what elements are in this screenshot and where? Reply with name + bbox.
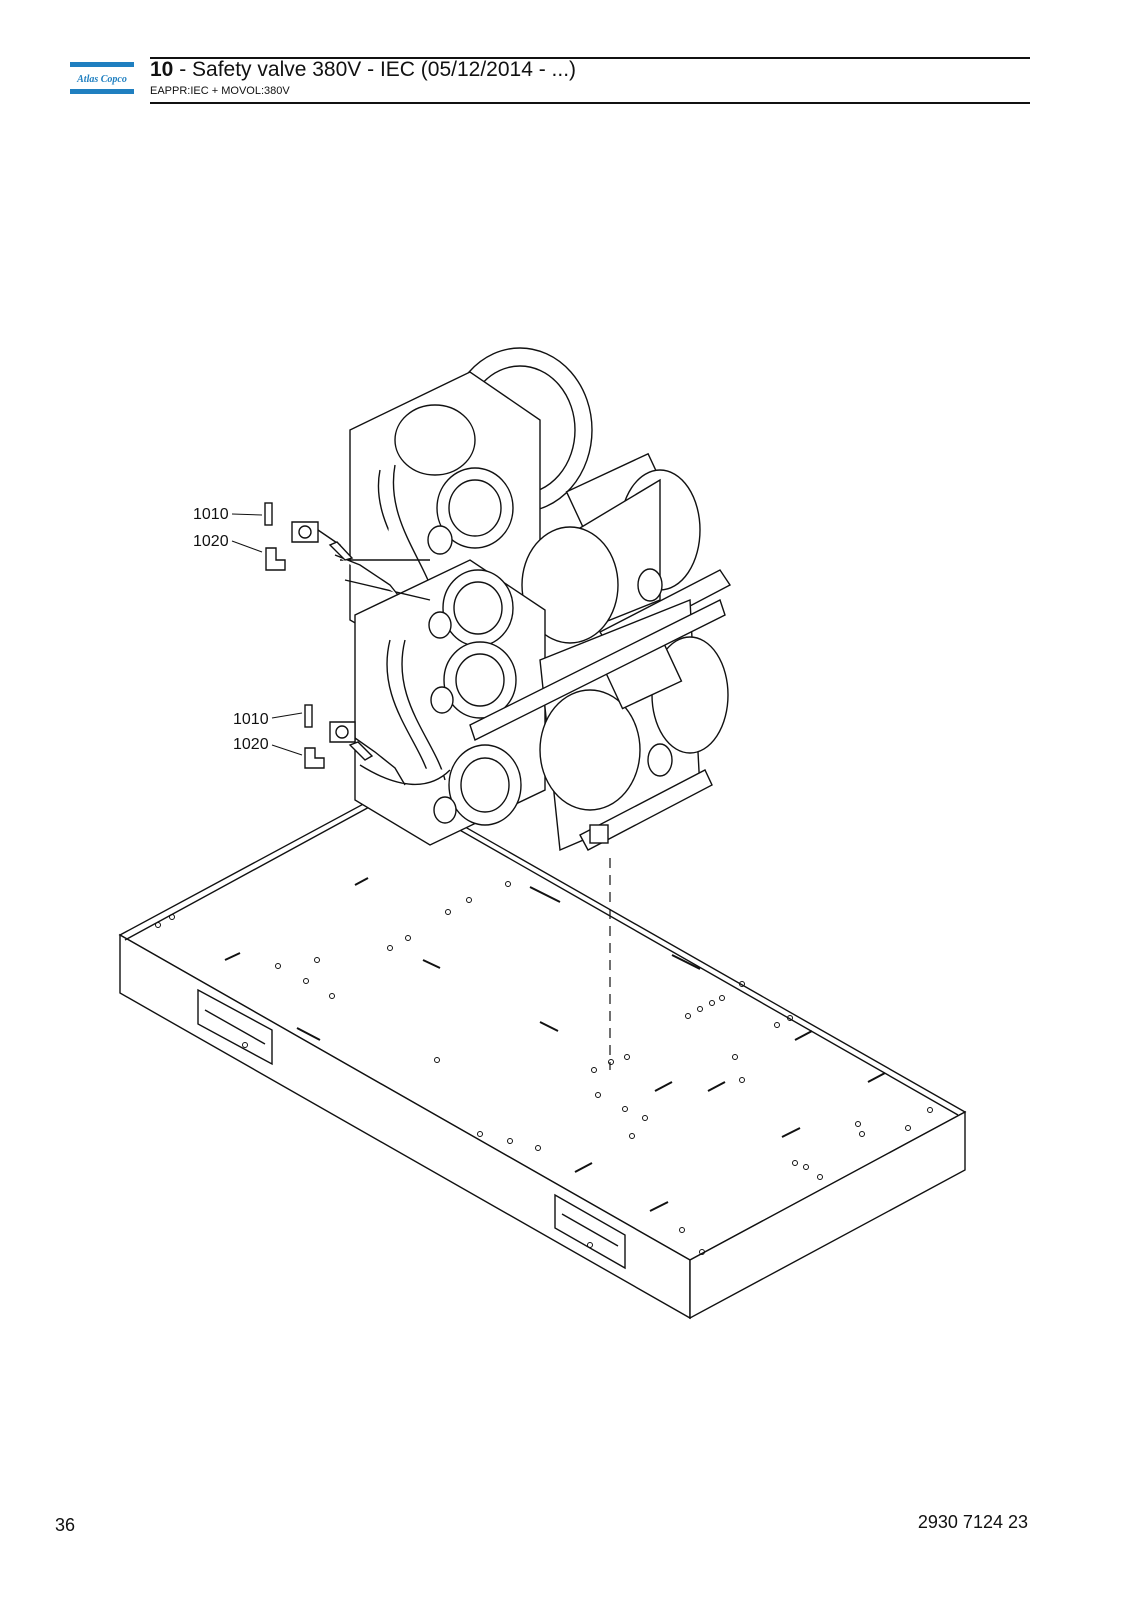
header-rule-top [150, 57, 1030, 59]
lower-compressor [340, 559, 729, 852]
base-frame [118, 786, 967, 1320]
lower-leaders [271, 712, 303, 756]
upper-valve-parts [264, 502, 399, 596]
base-slots [224, 877, 886, 1212]
page-number: 36 [55, 1515, 76, 1535]
header-rule-bottom [150, 102, 1030, 104]
callout-lower-1010: 1010 [233, 711, 269, 728]
callout-upper-1010: 1010 [193, 506, 229, 523]
upper-leaders [231, 513, 263, 553]
base-holes [155, 881, 933, 1255]
page-title: 10 - Safety valve 380V - IEC (05/12/2014… [150, 58, 576, 82]
document-number: 2930 7124 23 [917, 1512, 1028, 1532]
lower-valve-parts [304, 704, 406, 786]
title-text: - Safety valve 380V - IEC (05/12/2014 - … [173, 58, 577, 81]
section-number: 10 [150, 58, 174, 81]
atlas-copco-logo: Atlas Copco [70, 62, 134, 94]
callout-upper-1020: 1020 [193, 533, 229, 550]
svg-text:Atlas Copco: Atlas Copco [76, 74, 127, 85]
page-subtitle: EAPPR:IEC + MOVOL:380V [150, 85, 290, 97]
callout-lower-1020: 1020 [233, 736, 269, 753]
